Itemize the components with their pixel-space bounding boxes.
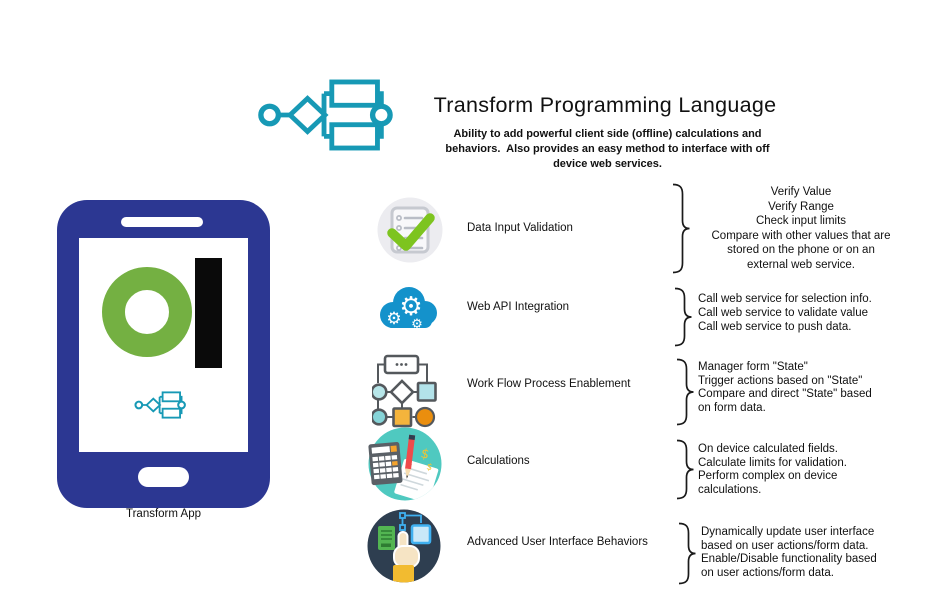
text-line: Check input limits bbox=[755, 215, 847, 227]
text-line: Verify Range bbox=[768, 200, 834, 213]
svg-text:⚙: ⚙ bbox=[386, 309, 401, 329]
feature-label-data-input-validation: Data Input Validation bbox=[467, 222, 573, 234]
brace-icon bbox=[676, 358, 694, 426]
text-line: Calculate limits for validation. bbox=[698, 456, 847, 469]
text-line: On device calculated fields. bbox=[698, 443, 838, 455]
text-line: Perform complex on device bbox=[698, 470, 838, 483]
text-line: Compare and direct "State" based bbox=[698, 388, 872, 400]
text-line: on form data. bbox=[698, 401, 766, 414]
flowchart-icon bbox=[134, 390, 186, 420]
svg-text:⚙: ⚙ bbox=[411, 317, 423, 332]
phone-screen bbox=[79, 238, 248, 452]
text-line: Call web service for selection info. bbox=[698, 293, 872, 305]
text-line: Ability to add powerful client side (off… bbox=[453, 128, 762, 140]
brace-icon bbox=[674, 287, 692, 347]
brace-icon bbox=[672, 183, 690, 274]
phone-speaker bbox=[121, 217, 203, 227]
svg-text:$: $ bbox=[419, 446, 431, 463]
feature-label-calculations: Calculations bbox=[467, 455, 530, 467]
text-line: stored on the phone or on an bbox=[727, 244, 875, 256]
text-line: Manager form "State" bbox=[698, 361, 808, 373]
logo-a-bar bbox=[195, 258, 222, 368]
text-line: behaviors. Also provides an easy method … bbox=[445, 143, 770, 155]
text-line: on user actions/form data. bbox=[701, 567, 834, 580]
text-line: device web services. bbox=[553, 158, 662, 170]
page-subtitle: Ability to add powerful client side (off… bbox=[415, 127, 800, 172]
text-line: Compare with other values that are bbox=[711, 229, 891, 242]
phone-home-button bbox=[138, 467, 189, 487]
text-line: Dynamically update user interface bbox=[701, 526, 875, 538]
feature-details-web-api-integration: Call web service for selection info. Call… bbox=[698, 292, 918, 335]
touch-pointer-icon bbox=[367, 509, 441, 583]
phone-caption: Transform App bbox=[126, 508, 201, 520]
feature-label-advanced-ui-behaviors: Advanced User Interface Behaviors bbox=[467, 536, 648, 548]
feature-label-work-flow-process-enablement: Work Flow Process Enablement bbox=[467, 378, 631, 390]
text-line: Verify Value bbox=[770, 186, 832, 198]
checklist-check-icon bbox=[377, 197, 443, 263]
calculator-pencil-icon: + $ $ bbox=[368, 427, 442, 501]
phone-frame bbox=[57, 200, 270, 508]
text-line: Call web service to push data. bbox=[698, 321, 852, 334]
brace-icon bbox=[678, 522, 696, 585]
svg-text:⚙: ⚙ bbox=[399, 292, 422, 322]
feature-details-work-flow: Manager form "State"Trigger actions base… bbox=[698, 361, 918, 415]
workflow-diagram-icon bbox=[372, 354, 437, 428]
feature-label-web-api-integration: Web API Integration bbox=[467, 301, 570, 313]
text-line: Enable/Disable functionality based bbox=[701, 553, 877, 566]
flowchart-icon bbox=[257, 76, 393, 154]
text-line: based on user actions/form data. bbox=[701, 539, 869, 552]
feature-details-calculations: On device calculated fields.Calculate li… bbox=[698, 443, 918, 497]
text-line: Call web service to validate value bbox=[698, 307, 869, 320]
text-line: external web service. bbox=[746, 258, 856, 271]
text-line: Trigger actions based on "State" bbox=[698, 374, 863, 387]
page-title: Transform Programming Language bbox=[433, 93, 777, 117]
logo-a-ring bbox=[102, 267, 192, 357]
text-line: calculations. bbox=[698, 483, 762, 496]
brace-icon bbox=[676, 439, 694, 500]
svg-text:$: $ bbox=[425, 462, 433, 473]
cloud-gears-icon: ⚙ ⚙ ⚙ bbox=[380, 287, 437, 332]
